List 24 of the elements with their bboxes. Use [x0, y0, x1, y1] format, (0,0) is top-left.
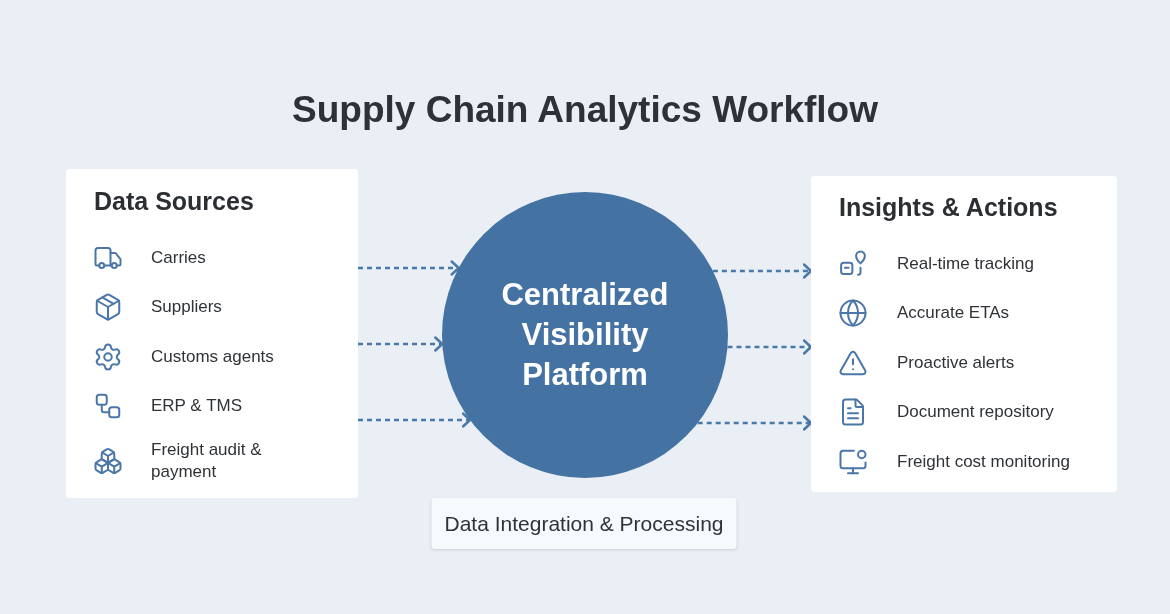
list-item-text: ERP & TMS — [151, 395, 242, 417]
list-item-text: Accurate ETAs — [897, 302, 1010, 324]
dashed-arrow — [358, 260, 460, 276]
panel-heading: Insights & Actions — [839, 192, 1058, 222]
list-item-text: Carries — [151, 247, 206, 269]
process-box — [431, 498, 737, 549]
list-item-text: Customs agents — [151, 346, 274, 368]
dashed-arrow — [727, 339, 813, 355]
list-panel — [66, 169, 358, 498]
list-item-text: Real-time tracking — [897, 253, 1034, 275]
list-item-text: Proactive alerts — [897, 352, 1015, 374]
list-item-text: Freight cost monitoring — [897, 451, 1070, 473]
list-item-text: Freight audit & payment — [151, 439, 263, 483]
list-item-text: Suppliers — [151, 296, 222, 318]
circle-label: Centralized Visibility Platform — [500, 276, 670, 394]
dashed-arrow — [697, 415, 813, 431]
panel-heading: Data Sources — [94, 186, 254, 216]
dashed-arrow — [358, 412, 472, 428]
dashed-arrow — [358, 336, 444, 352]
box-label: Data Integration & Processing — [444, 510, 724, 537]
list-panel — [811, 176, 1117, 492]
dashed-arrow — [712, 263, 813, 279]
diagram-title: Supply Chain Analytics Workflow — [292, 88, 878, 132]
list-item-text: Document repository — [897, 401, 1054, 423]
